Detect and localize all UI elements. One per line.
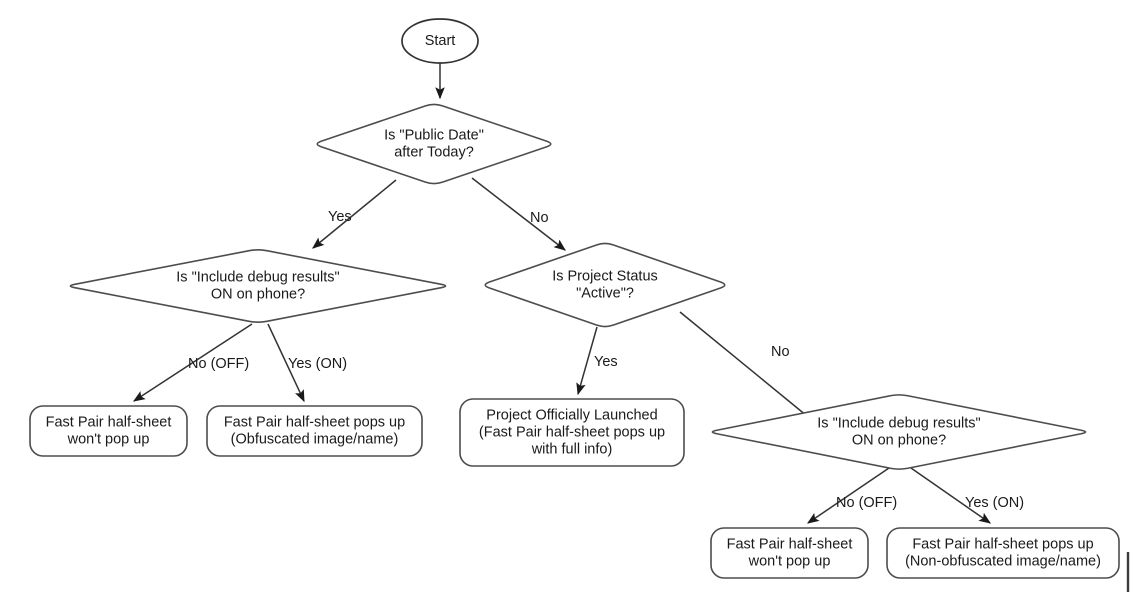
node-result-obfuscated-label: Fast Pair half-sheet pops up(Obfuscated … [224, 414, 405, 447]
node-result-nonobfuscated: Fast Pair half-sheet pops up(Non-obfusca… [886, 527, 1120, 579]
edge-project-status-yes [576, 326, 598, 396]
node-result-no-popup-right-shape [710, 527, 869, 579]
node-result-launched: Project Officially Launched(Fast Pair ha… [459, 398, 685, 467]
edge-label-project-status-no: No [771, 344, 790, 360]
edge-label-public-date-no: No [530, 210, 549, 226]
edge-label-public-date-yes: Yes [328, 209, 352, 225]
edge-label-project-status-yes: Yes [594, 354, 618, 370]
edge-debug-right-yes [910, 467, 991, 524]
node-debug-right-shape [711, 394, 1087, 470]
edge-debug-left-yes [267, 323, 305, 403]
edge-debug-right-no [807, 467, 890, 524]
edge-label-debug-left-no: No (OFF) [188, 356, 249, 372]
node-debug-right: Is "Include debug results"ON on phone? [711, 394, 1087, 470]
node-project-status-label: Is Project Status"Active"? [552, 268, 658, 301]
edge-public-date-no [471, 177, 566, 251]
node-result-nonobfuscated-shape [886, 527, 1120, 579]
edge-project-status-no [679, 311, 819, 426]
node-public-date-shape [316, 103, 552, 185]
node-result-launched-label: Project Officially Launched(Fast Pair ha… [479, 407, 665, 457]
nodes-layer: Start Is "Public Date"after Today? Is "Inc… [29, 18, 1120, 579]
node-debug-left-shape [69, 249, 447, 323]
node-public-date-label: Is "Public Date"after Today? [384, 127, 484, 160]
node-result-no-popup-left-shape [29, 405, 188, 457]
node-start-shape [401, 18, 479, 64]
node-debug-left-label: Is "Include debug results"ON on phone? [176, 269, 339, 302]
node-result-launched-shape [459, 398, 685, 467]
node-result-nonobfuscated-label: Fast Pair half-sheet pops up(Non-obfusca… [905, 536, 1101, 569]
edge-label-debug-right-yes: Yes (ON) [965, 495, 1024, 511]
node-debug-right-label: Is "Include debug results"ON on phone? [817, 415, 980, 448]
node-start: Start [401, 18, 479, 64]
node-result-obfuscated-shape [206, 405, 423, 457]
node-debug-left: Is "Include debug results"ON on phone? [69, 249, 447, 323]
node-start-label: Start [425, 33, 456, 49]
edge-label-debug-left-yes: Yes (ON) [288, 356, 347, 372]
node-project-status-shape [484, 242, 726, 328]
edge-public-date-yes [312, 179, 397, 249]
node-project-status: Is Project Status"Active"? [484, 242, 726, 328]
edge-debug-left-no [132, 323, 253, 402]
edge-label-debug-right-no: No (OFF) [836, 495, 897, 511]
node-result-obfuscated: Fast Pair half-sheet pops up(Obfuscated … [206, 405, 423, 457]
node-public-date: Is "Public Date"after Today? [316, 103, 552, 185]
